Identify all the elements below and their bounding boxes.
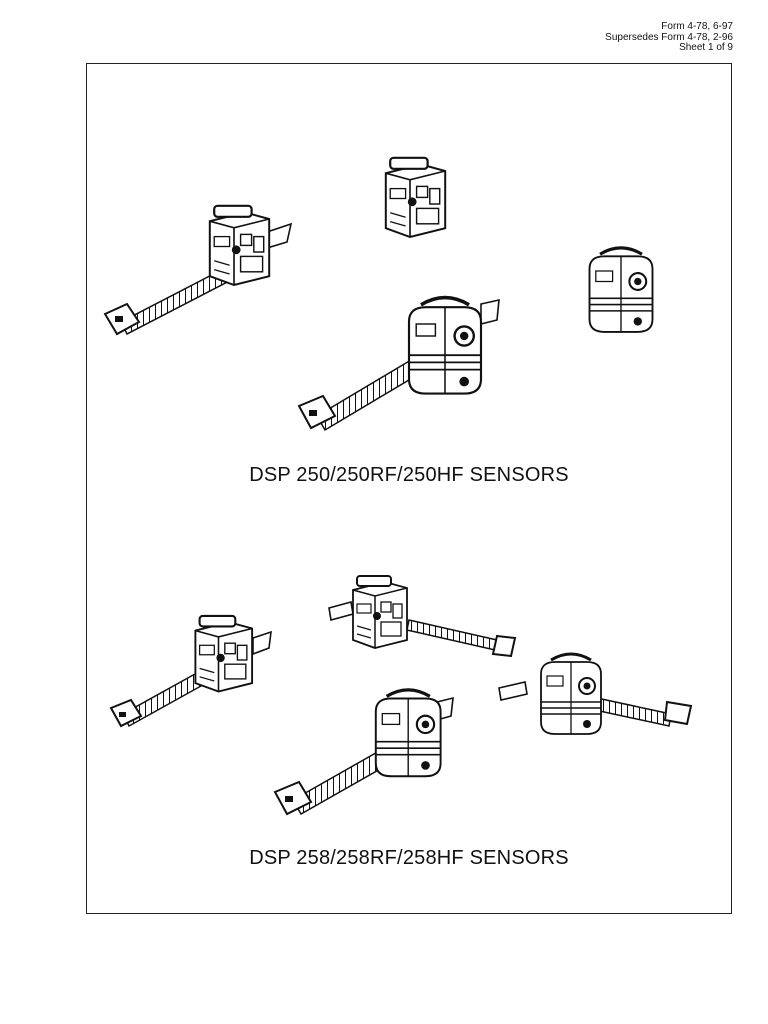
caption-dsp-250: DSP 250/250RF/250HF SENSORS (249, 464, 569, 486)
caption-dsp-258: DSP 258/258RF/258HF SENSORS (249, 847, 569, 869)
sheet-number: Sheet 1 of 9 (679, 42, 733, 53)
sensor-250-box-with-probe (103, 204, 293, 336)
sensor-258-box-side-probe (328, 575, 517, 658)
sensor-258-round-with-probe (273, 688, 454, 816)
sensor-250-round-with-probe (297, 295, 500, 432)
sensor-258-box-with-probe (109, 614, 272, 728)
drawing-frame: DSP 250/250RF/250HF SENSORS DSP 258/258R… (86, 63, 732, 914)
sensor-250-round-compact (587, 246, 655, 334)
supersedes-note: Supersedes Form 4-78, 2-96 (605, 31, 733, 43)
form-number: Form 4-78, 6-97 (661, 21, 733, 32)
sensor-258-round-side-probe (498, 652, 693, 736)
sensor-250-box-compact (384, 156, 447, 239)
form-header: Form 4-78, 6-97 Supersedes Form 4-78, 2-… (605, 21, 733, 54)
